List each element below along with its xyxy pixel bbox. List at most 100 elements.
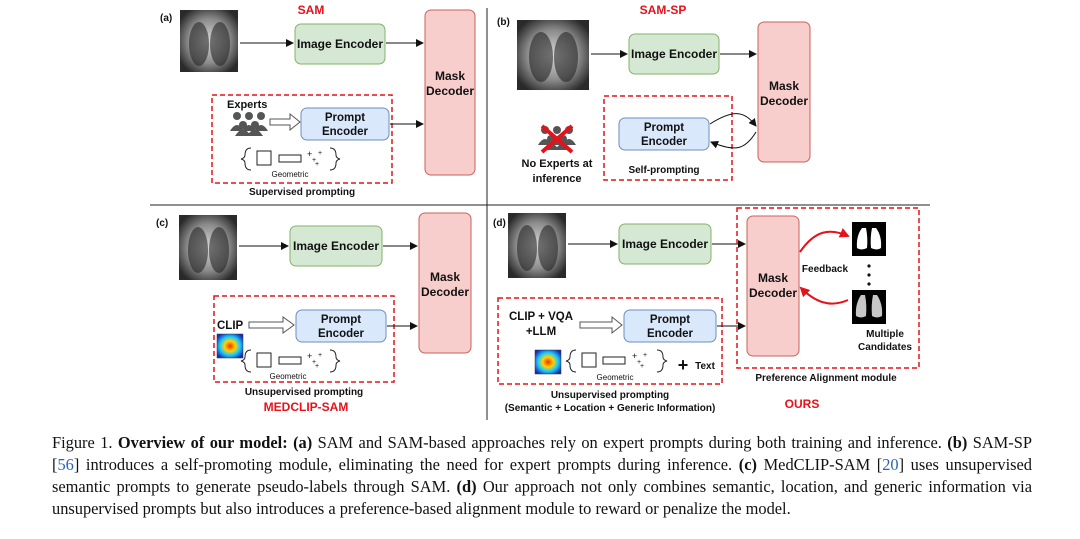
mask-decoder-line2: Decoder [421,285,469,299]
svg-text:+: + [307,351,312,361]
citation-link[interactable]: 56 [57,455,74,474]
prompt-encoder-line2: Encoder [647,328,694,340]
svg-text:+: + [315,161,319,168]
citation-link[interactable]: 20 [882,455,899,474]
preference-alignment-label: Preference Alignment module [755,373,897,384]
heatmap-icon [534,349,562,375]
svg-text:+: + [318,150,322,157]
candidates-line2: Candidates [858,342,912,353]
panel-c: (c) Image Encoder Mask Decoder CLIP Prom… [156,212,472,414]
no-experts-line1: No Experts at [522,158,593,170]
geometric-label: Geometric [272,170,309,179]
image-encoder-label: Image Encoder [622,237,708,251]
mask-decoder-box [418,212,472,354]
unsupervised-prompting-label: Unsupervised prompting [551,390,669,401]
prompt-encoder-line2: Encoder [322,126,369,138]
caption-a-tag: (a) [293,433,313,452]
experts-label: Experts [227,99,267,111]
no-experts-line2: inference [533,173,582,185]
prompt-encoder-line1: Prompt [644,122,684,134]
image-encoder-label: Image Encoder [297,37,383,51]
mask-candidate-image [852,222,886,256]
mask-candidate-image [852,290,886,324]
geometric-prompt-icon [240,147,341,171]
panel-d-title: OURS [785,397,820,411]
prompt-encoder-line1: Prompt [325,112,365,124]
experts-icon [230,112,268,136]
panel-b-title: SAM-SP [640,3,687,17]
svg-text:+: + [637,359,641,366]
mask-decoder-line1: Mask [758,271,788,285]
geometric-prompt-icon [240,349,341,373]
image-encoder-box [289,225,383,267]
geometric-label: Geometric [270,372,307,381]
unsupervised-prompt-region [497,297,723,385]
prompting-info-label: (Semantic + Location + Generic Informati… [505,403,716,414]
svg-text:+: + [307,149,312,159]
mask-decoder-line1: Mask [430,270,460,284]
panel-a-title: SAM [298,3,325,17]
svg-text:+: + [312,157,316,164]
mask-decoder-line2: Decoder [760,94,808,108]
supervised-prompt-region [211,94,393,184]
prompt-encoder-line1: Prompt [321,314,361,326]
caption-d-tag: (d) [456,477,477,496]
overview-diagram: (a) SAM Image Encoder Mask Decoder Exper… [150,3,930,420]
svg-text:+: + [315,363,319,370]
text-prompt-label: Text [695,361,715,372]
xray-image [180,10,238,72]
no-experts-icon [538,124,576,154]
supervised-prompting-label: Supervised prompting [249,187,355,198]
candidates-line1: Multiple [866,329,904,340]
svg-text:+: + [318,352,322,359]
panel-b-letter: (b) [497,17,510,28]
panel-d-letter: (d) [493,218,506,229]
mask-decoder-box [746,215,800,357]
panel-c-letter: (c) [156,218,168,229]
prompt-encoder-box [623,309,717,343]
mask-decoder-box [757,21,811,163]
mask-decoder-line1: Mask [769,79,799,93]
svg-text:+: + [632,351,637,361]
mask-decoder-line2: Decoder [426,84,474,98]
prompt-encoder-line1: Prompt [650,314,690,326]
figure-caption: Figure 1. Overview of our model: (a) SAM… [52,432,1032,520]
caption-d-text: Our approach not only combines semantic,… [52,477,1033,518]
caption-a-text: SAM and SAM-based approaches rely on exp… [317,433,942,452]
mask-decoder-line2: Decoder [749,286,797,300]
panel-c-title: MEDCLIP-SAM [264,400,349,414]
image-encoder-box [618,223,712,265]
prompt-encoder-box [300,107,390,141]
prompt-encoder-box [618,117,710,151]
caption-b-tag: (b) [947,433,968,452]
image-encoder-label: Image Encoder [631,47,717,61]
caption-c-text: MedCLIP-SAM [20] uses unsupervised seman… [52,455,1033,496]
xray-image [517,20,589,90]
image-encoder-box [628,33,720,75]
caption-fig-title: Overview of our model: [117,433,288,452]
panel-a-letter: (a) [160,13,172,24]
image-encoder-label: Image Encoder [293,239,379,253]
prompt-encoder-line2: Encoder [318,328,365,340]
unsupervised-prompt-region [213,295,395,383]
clip-label: CLIP [217,320,244,332]
caption-fig-label: Figure 1. [52,433,113,452]
preference-alignment-region [736,207,920,369]
geometric-prompt-icon [565,349,668,373]
geometric-label: Geometric [597,373,634,382]
svg-text:+: + [312,359,316,366]
self-prompting-label: Self-prompting [628,165,699,176]
image-encoder-box [294,23,386,65]
clip-vqa-line2: +LLM [526,326,556,338]
self-prompt-region [603,95,733,181]
prompt-encoder-box [295,309,387,343]
mask-decoder-box [424,9,476,176]
caption-b-text: SAM-SP [56] introduces a self-promoting … [52,433,1032,474]
prompt-encoder-line2: Encoder [641,136,688,148]
heatmap-icon [216,333,244,359]
svg-text:+: + [640,363,644,370]
xray-image [179,215,237,280]
panel-d: (d) Image Encoder Mask Decoder Feedback [493,207,920,414]
clip-vqa-line1: CLIP + VQA [509,311,573,323]
